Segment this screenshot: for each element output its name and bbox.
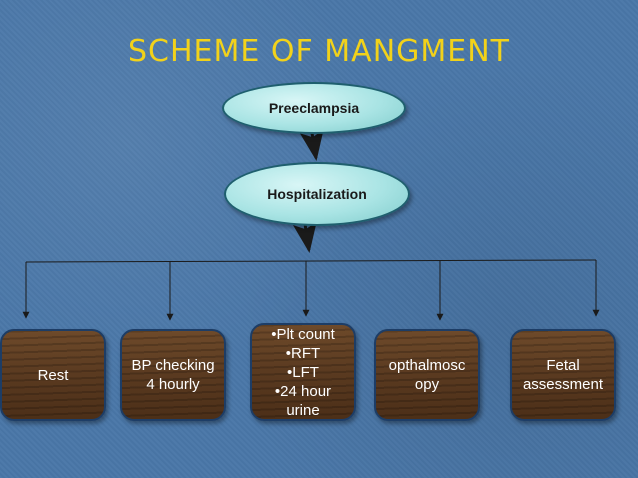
box-ophthalmoscopy: opthalmosc opy — [374, 329, 480, 421]
box-line: Rest — [37, 366, 69, 384]
box-line: Fetal — [546, 357, 580, 374]
node-preeclampsia-label: Preeclampsia — [268, 100, 360, 116]
node-preeclampsia: Preeclampsia — [222, 82, 406, 134]
branch-line — [25, 259, 597, 263]
box-line: opy — [414, 376, 440, 393]
box-line: •24 hour — [274, 382, 332, 400]
arrow-pre-to-hosp — [299, 129, 324, 161]
box-bp-checking: BP checking 4 hourly — [120, 329, 226, 421]
box-fetal-assessment: Fetal assessment — [510, 329, 616, 421]
node-hospitalization-label: Hospitalization — [267, 186, 367, 202]
box-rest: Rest — [0, 329, 106, 421]
box-lab-tests: •Plt count •RFT •LFT •24 hour urine — [250, 323, 356, 421]
box-line: 4 hourly — [146, 376, 200, 393]
box-line: urine — [286, 401, 320, 419]
box-line: assessment — [522, 376, 604, 393]
box-line: opthalmosc — [388, 357, 466, 374]
slide-title: SCHEME OF MANGMENT — [128, 34, 510, 69]
box-line: •RFT — [285, 344, 321, 362]
box-line: •LFT — [287, 363, 319, 381]
arrow-hosp-to-branch — [293, 221, 317, 253]
box-line: BP checking — [131, 357, 215, 374]
box-line: •Plt count — [271, 325, 335, 343]
node-hospitalization: Hospitalization — [224, 162, 410, 226]
